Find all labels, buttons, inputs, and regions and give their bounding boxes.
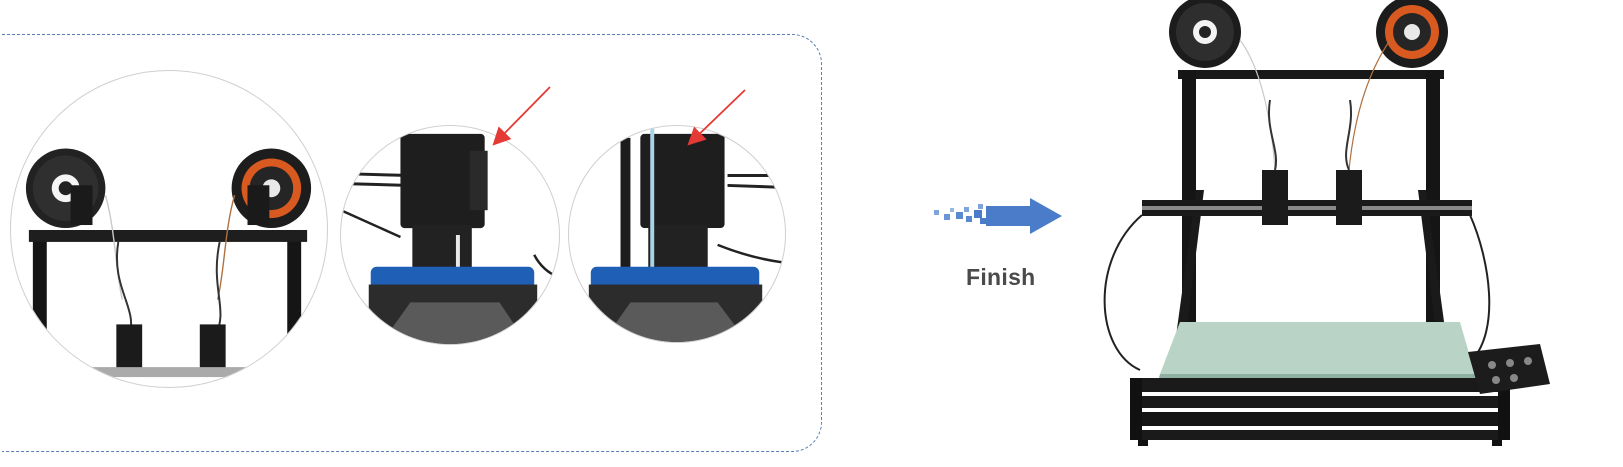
extruder-left-illustration bbox=[341, 133, 559, 344]
spools-on-frame-illustration bbox=[25, 148, 312, 387]
left-spool-icon bbox=[25, 148, 106, 229]
top-right-spool-icon bbox=[1376, 0, 1448, 68]
finished-printer bbox=[1100, 0, 1623, 467]
spools-zoom-circle bbox=[10, 70, 328, 388]
steps-panel bbox=[2, 34, 822, 452]
right-spool-icon bbox=[231, 148, 312, 229]
top-left-spool-icon bbox=[1169, 0, 1241, 68]
flow-arrow-group: Finish bbox=[930, 198, 1070, 308]
printer-icon bbox=[1103, 0, 1550, 446]
flow-arrow-icon bbox=[934, 198, 1062, 234]
finish-label: Finish bbox=[966, 264, 1036, 290]
extruder-right-zoom-circle bbox=[568, 125, 786, 343]
extruder-right-illustration bbox=[588, 126, 785, 342]
extruder-left-zoom-circle bbox=[340, 125, 560, 345]
